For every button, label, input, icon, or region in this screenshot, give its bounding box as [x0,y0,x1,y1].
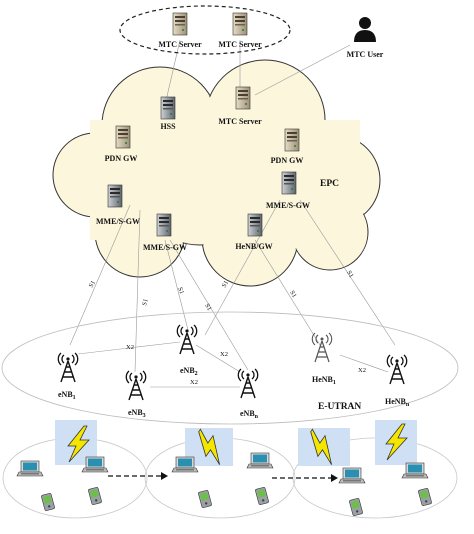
e-utran-label: E-UTRAN [318,402,361,412]
server-icon [160,96,176,120]
mme-sgw-left-label: MME/S-GW [96,217,140,226]
mme-sgw-center-label: MME/S-GW [143,243,187,252]
laptop-icon [401,462,429,479]
antenna-tower-icon [125,370,147,401]
laptop-icon [16,460,44,477]
x2-label: X2 [358,367,366,374]
epc-label: EPC [320,179,339,189]
antenna-tower-icon [57,352,79,383]
antenna-tower-icon [386,354,408,385]
laptop-icon [171,456,199,473]
server-icon [156,213,172,237]
epc-mtc-server-label: MTC Server [218,117,262,126]
pdn-gw-left-label: PDN GW [105,154,138,163]
movement-arrows [108,472,338,482]
server-icon [107,184,123,208]
laptop-icon [338,467,366,484]
pda-icon [348,497,364,517]
pda-icon [87,486,103,506]
server-icon [284,128,300,152]
enb3-label: eNB3 [128,408,146,419]
enb1-label: eNB1 [58,390,76,401]
mtc-user-label: MTC User [347,50,384,59]
server-icon [247,213,263,237]
hss-label: HSS [160,122,176,131]
user-icon [354,17,376,42]
server-icon [232,12,248,36]
mtc-server-label: MTC Server [158,40,202,49]
mme-sgw-right-label: MME/S-GW [266,201,310,210]
henbn-label: HeNBn [385,397,410,408]
mobility-scenario [2,420,458,519]
laptop-icon [246,452,274,469]
henb-gw-label: HeNB/GW [235,242,272,251]
mtc-server-label: MTC Server [218,40,262,49]
enb2-label: eNB2 [180,366,198,377]
antenna-tower-icon [176,324,198,355]
x2-label: X2 [126,344,134,351]
s1-label: S1 [176,286,185,295]
laptop-icon [81,456,109,473]
epc-cloud [52,59,381,287]
s1-label: S1 [288,290,297,299]
pda-icon [417,487,433,507]
pda-icon [254,486,270,506]
s1-label: S1 [203,303,212,312]
x2-label: X2 [220,351,228,358]
enbn-label: eNBn [240,409,259,420]
pda-icon [40,492,56,512]
s1-labels: S1 S1 S1 S1 S1 S1 S1 [88,270,355,312]
pdn-gw-right-label: PDN GW [271,156,304,165]
s1-label: S1 [221,280,230,289]
antenna-tower-icon [237,368,259,399]
mtc-server-group [119,5,291,55]
s1-label: S1 [141,298,150,306]
e-utran-region [1,311,459,425]
s1-label: S1 [88,280,97,289]
server-icon [281,171,297,195]
server-icon [235,86,251,110]
s1-label: S1 [345,270,354,279]
pda-icon [197,489,213,509]
server-icon [172,12,188,36]
connection-lines [69,39,396,388]
henb1-label: HeNB1 [312,375,336,386]
server-icon [115,125,131,149]
x2-label: X2 [190,379,198,386]
